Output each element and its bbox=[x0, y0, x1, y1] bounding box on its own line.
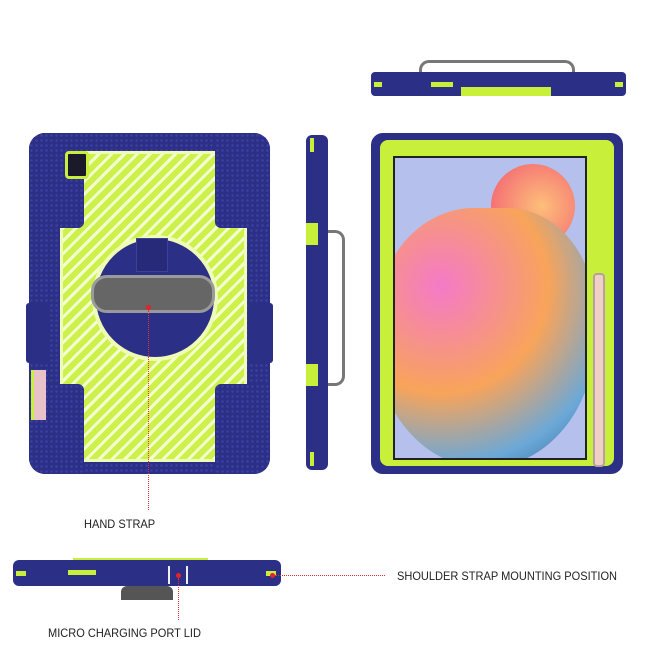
wallpaper-blob bbox=[395, 208, 585, 458]
bottom-edge-button bbox=[68, 570, 96, 575]
micro-port-label: MICRO CHARGING PORT LID bbox=[48, 626, 201, 640]
case-back-view bbox=[26, 133, 273, 474]
side-bumper-left bbox=[26, 303, 50, 363]
s-pen bbox=[593, 273, 605, 467]
bottom-edge-body bbox=[13, 560, 281, 586]
tablet-screen bbox=[393, 156, 587, 460]
corner-tl bbox=[29, 133, 84, 228]
side-lime-mid1 bbox=[306, 223, 318, 245]
top-edge-left-tab bbox=[374, 82, 382, 87]
top-strap-arc bbox=[419, 60, 575, 77]
case-top-edge-view bbox=[371, 60, 626, 100]
micro-port-marker bbox=[176, 573, 181, 578]
bottom-edge-left-tab bbox=[16, 571, 26, 576]
case-bottom-edge-view bbox=[13, 558, 281, 603]
port-lid bbox=[168, 566, 188, 584]
shoulder-strap-leader bbox=[275, 575, 385, 576]
hand-strap-marker bbox=[146, 305, 151, 310]
side-strap-loop bbox=[328, 230, 345, 386]
top-edge-button bbox=[431, 82, 453, 87]
side-lime-mid2 bbox=[306, 364, 318, 386]
side-lime-bottom bbox=[310, 452, 314, 466]
case-side-view bbox=[306, 135, 328, 470]
micro-port-leader bbox=[178, 578, 179, 620]
camera-cutout bbox=[65, 151, 89, 179]
hand-strap-leader bbox=[148, 310, 149, 510]
case-front-view bbox=[371, 133, 623, 474]
strap-clip bbox=[136, 238, 168, 272]
top-edge-right-tab bbox=[615, 82, 623, 87]
side-bumper-right bbox=[249, 303, 273, 363]
side-lime-top bbox=[310, 138, 314, 152]
shoulder-strap-label: SHOULDER STRAP MOUNTING POSITION bbox=[397, 569, 618, 583]
corner-br bbox=[215, 384, 270, 474]
bottom-strap bbox=[121, 586, 173, 600]
hand-strap-label: HAND STRAP bbox=[84, 517, 156, 531]
top-edge-lime bbox=[461, 87, 551, 96]
hand-strap bbox=[91, 275, 215, 313]
s-pen-slot bbox=[31, 370, 46, 420]
shoulder-strap-marker bbox=[270, 573, 275, 578]
corner-tr bbox=[215, 133, 270, 228]
